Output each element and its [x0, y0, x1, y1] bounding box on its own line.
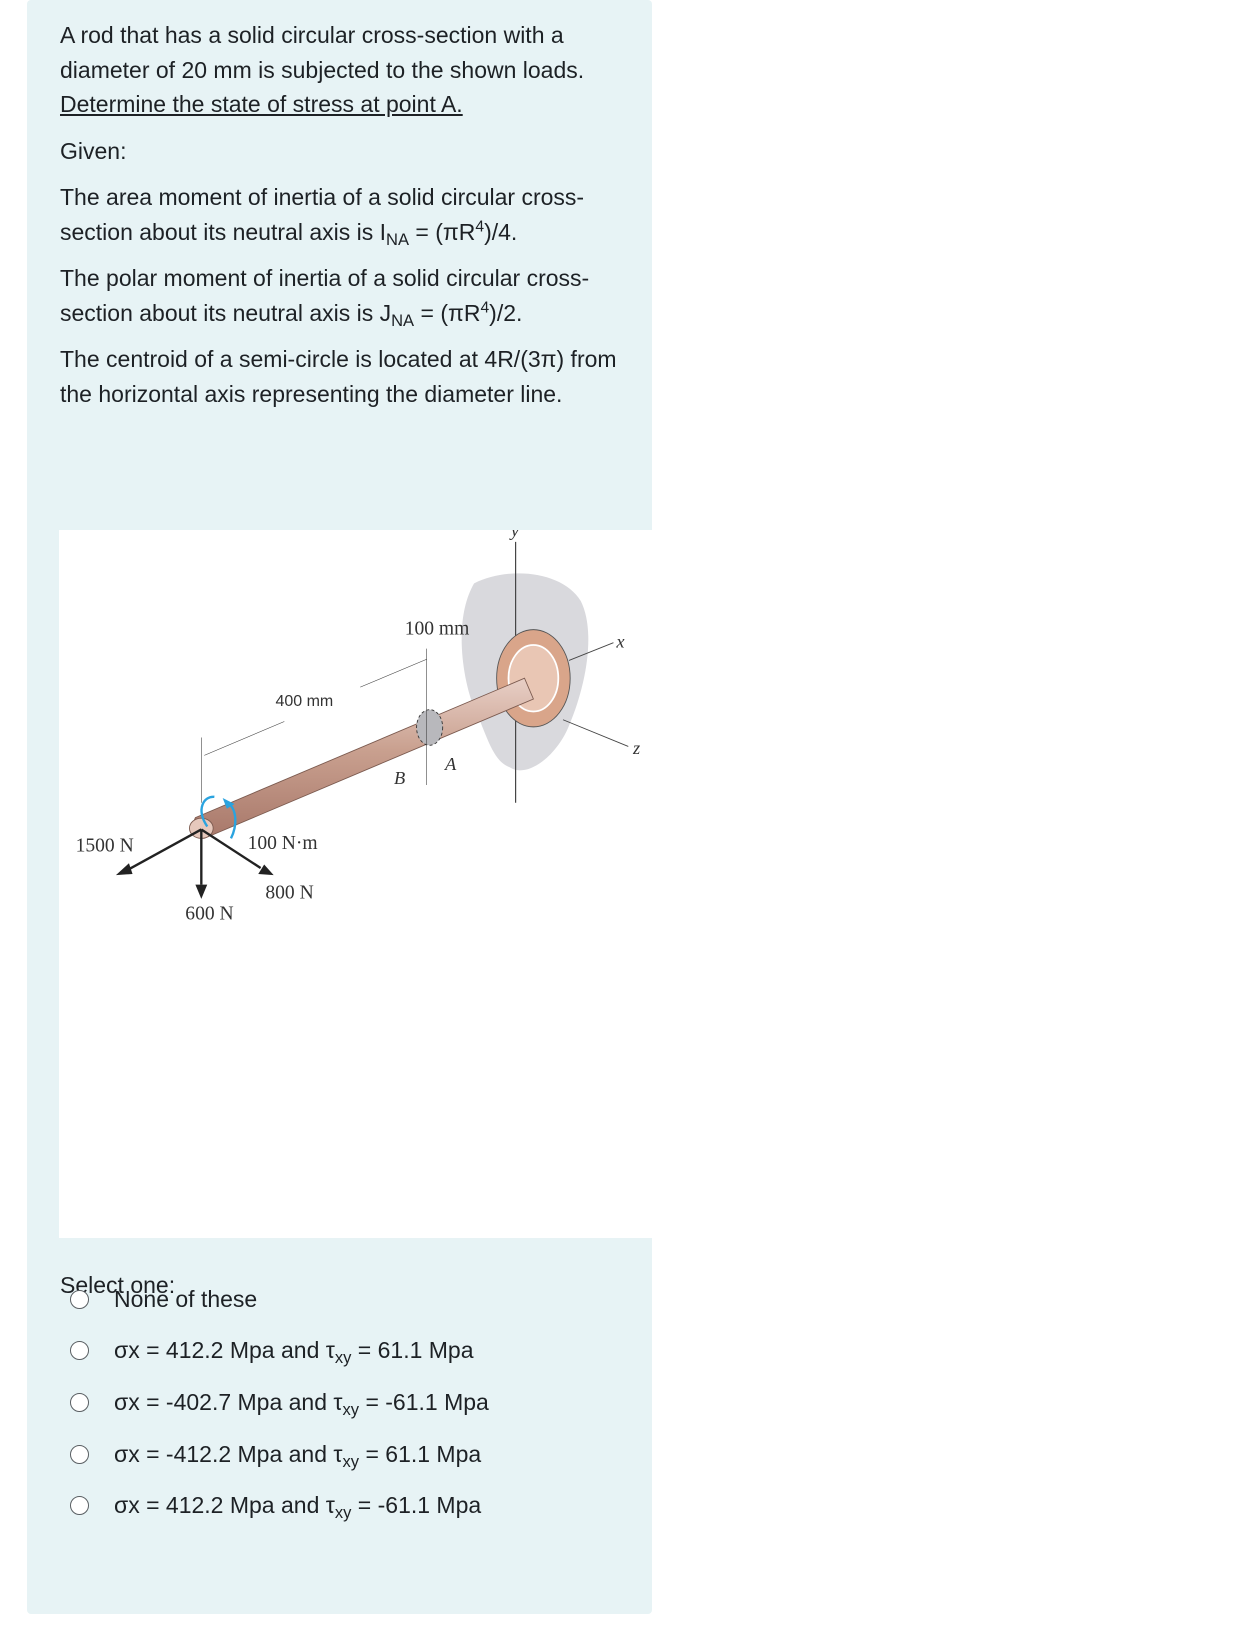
dim-400-line	[204, 721, 285, 756]
dim-100-label: 100 mm	[405, 618, 470, 639]
x-axis	[568, 642, 614, 661]
torque-label: 100 N·m	[248, 833, 318, 854]
question-task: Determine the state of stress at point A…	[60, 91, 463, 117]
option-1[interactable]: σx = 412.2 Mpa and τxy = 61.1 Mpa	[70, 1332, 474, 1368]
radio-none[interactable]	[70, 1289, 89, 1309]
load-600-label: 600 N	[185, 904, 233, 925]
axis-y-label: y	[509, 530, 520, 540]
z-axis	[562, 719, 629, 747]
rod	[191, 677, 534, 839]
option-4[interactable]: σx = 412.2 Mpa and τxy = -61.1 Mpa	[70, 1487, 481, 1523]
given-polar: The polar moment of inertia of a solid c…	[60, 265, 590, 330]
question-text: A rod that has a solid circular cross-se…	[60, 18, 630, 423]
torque-arrowhead	[222, 798, 235, 809]
dim-400-label: 400 mm	[275, 693, 333, 710]
axis-z-label: z	[632, 738, 640, 758]
axis-x-label: x	[615, 631, 625, 651]
radio-3[interactable]	[70, 1444, 89, 1464]
load-800-arrow	[200, 828, 262, 870]
section-ab	[416, 709, 444, 746]
given-centroid: The centroid of a semi-circle is located…	[60, 346, 617, 407]
point-a-label: A	[444, 754, 457, 774]
option-label: σx = -402.7 Mpa and τxy = -61.1 Mpa	[114, 1388, 489, 1419]
radio-4[interactable]	[70, 1495, 89, 1515]
option-label: σx = -412.2 Mpa and τxy = 61.1 Mpa	[114, 1440, 482, 1471]
given-label: Given:	[60, 137, 127, 164]
point-b-label: B	[394, 768, 405, 788]
option-2[interactable]: σx = -402.7 Mpa and τxy = -61.1 Mpa	[70, 1384, 489, 1420]
option-label: None of these	[114, 1285, 258, 1312]
load-1500-label: 1500 N	[76, 835, 134, 856]
option-none[interactable]: None of these	[70, 1281, 257, 1317]
given-inertia: The area moment of inertia of a solid ci…	[60, 184, 585, 249]
question-intro: A rod that has a solid circular cross-se…	[60, 22, 585, 117]
option-label: σx = 412.2 Mpa and τxy = -61.1 Mpa	[114, 1491, 482, 1522]
load-800-label: 800 N	[265, 882, 313, 903]
rod-diagram: y x z 400 mm 100 mm A B 100 N·m 1500 N	[76, 530, 641, 925]
load-1500-arrow	[128, 828, 202, 871]
radio-2[interactable]	[70, 1392, 89, 1412]
dim-100-line	[360, 659, 427, 688]
option-label: σx = 412.2 Mpa and τxy = 61.1 Mpa	[114, 1336, 474, 1367]
radio-1[interactable]	[70, 1340, 89, 1360]
rod-figure: y x z 400 mm 100 mm A B 100 N·m 1500 N	[59, 530, 652, 1238]
option-3[interactable]: σx = -412.2 Mpa and τxy = 61.1 Mpa	[70, 1436, 481, 1472]
